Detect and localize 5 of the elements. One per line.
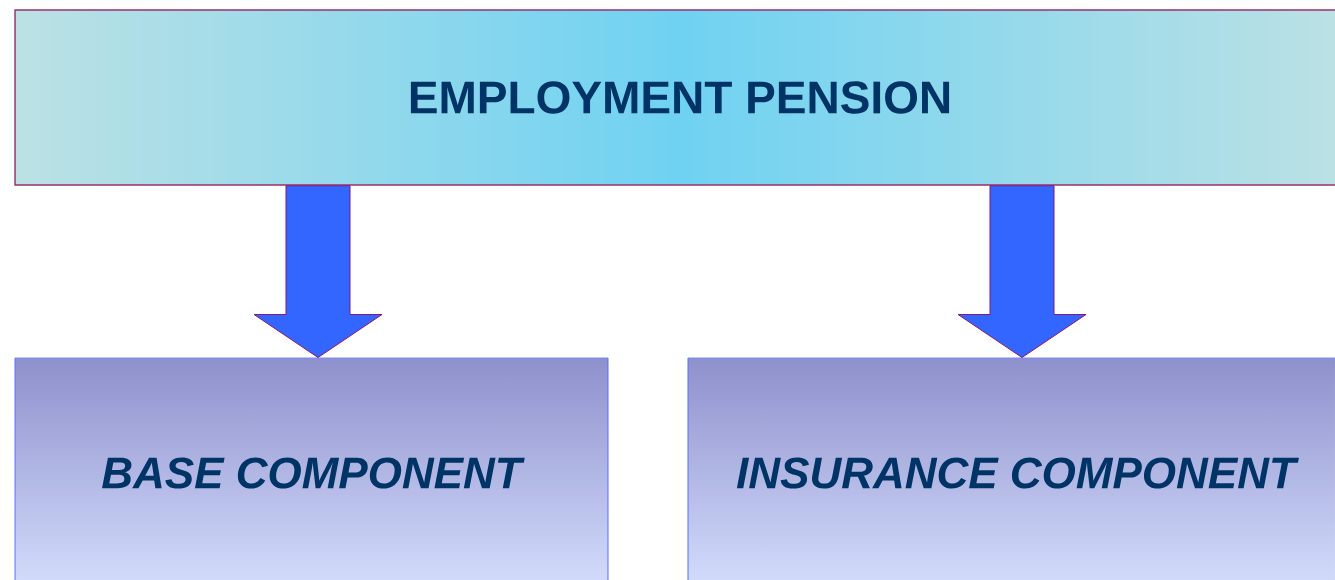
component-box: BASE COMPONENT <box>14 357 609 580</box>
block-arrow <box>253 185 383 358</box>
component-box: INSURANCE COMPONENT <box>687 357 1335 580</box>
banner-box: EMPLOYMENT PENSION <box>14 9 1335 186</box>
block-arrow <box>957 185 1087 358</box>
